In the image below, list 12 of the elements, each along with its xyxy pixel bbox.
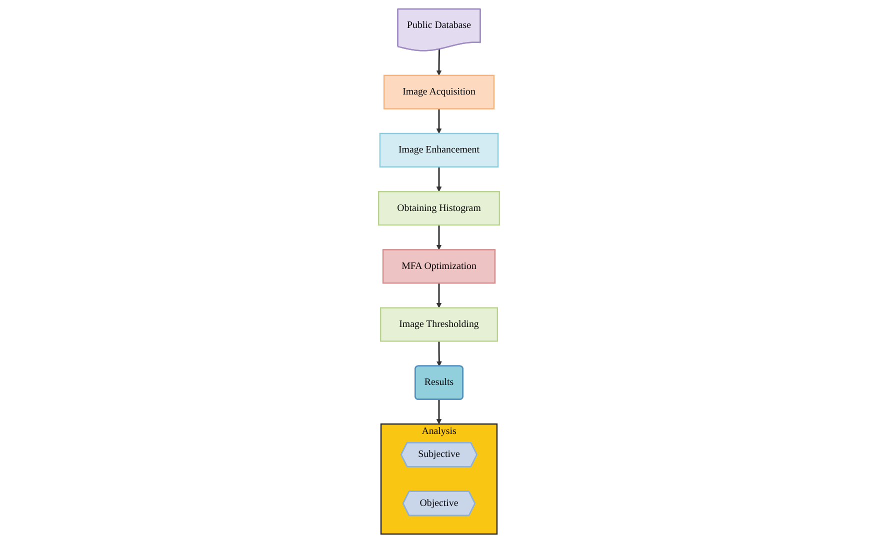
node-box: Image Thresholding	[380, 306, 498, 342]
arrow	[436, 282, 442, 308]
arrow	[436, 108, 442, 134]
arrow	[436, 166, 442, 192]
node-box: Obtaining Histogram	[378, 190, 500, 226]
arrow	[436, 48, 442, 76]
arrow	[436, 340, 442, 366]
node-box: Image Acquisition	[383, 74, 495, 109]
arrow	[436, 398, 442, 424]
node-box: MFA Optimization	[382, 248, 496, 284]
arrow	[436, 224, 442, 250]
node-box: Image Enhancement	[379, 132, 499, 167]
